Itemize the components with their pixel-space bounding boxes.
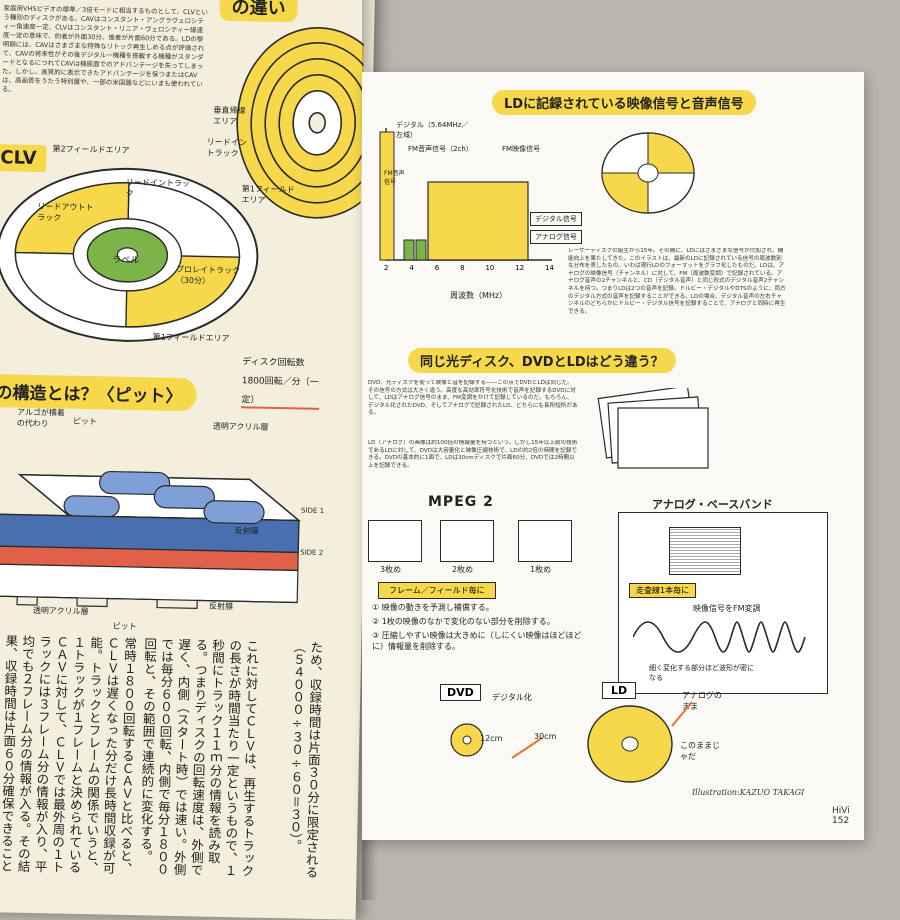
mpeg-frame-3-label: 3枚め <box>380 565 402 574</box>
label-disc-label: ラベル <box>112 255 140 267</box>
spiral-disc-diagram <box>236 27 365 219</box>
ld-note: このままじゃだ <box>680 741 720 761</box>
tick: 14 <box>545 264 554 272</box>
left-page: 家庭用VHSビデオの標準／3倍モードに相当するものとして、CLVという種別のディ… <box>0 0 376 920</box>
dvd-size: 12cm <box>480 734 503 743</box>
mpeg-frame-2-label: 2枚め <box>452 565 474 574</box>
graph-x-ticks: 2 4 6 8 10 12 14 <box>384 264 554 272</box>
mpeg-frame-3 <box>368 520 422 562</box>
section1-title: LDに記録されている映像信号と音声信号 <box>492 90 756 115</box>
tick: 2 <box>384 264 389 272</box>
graph-am-label: FM音声信号 <box>384 170 405 186</box>
graph-digital-label: デジタル（5.64MHz／左域） <box>396 121 469 139</box>
left-top-paragraph: 家庭用VHSビデオの標準／3倍モードに相当するものとして、CLVという種別のディ… <box>1 4 209 94</box>
section1-body: レーザーディスクの誕生から15年。その間に、LDにはさまざまな信号が付加され、機… <box>568 248 786 315</box>
analog-note-title: 走査線1本毎に <box>636 586 690 595</box>
dvd-ld-discs <box>450 701 693 783</box>
cd-illustration <box>601 132 695 214</box>
frame-note-1: ① 映像の動きを予測し補償する。 <box>372 603 494 612</box>
stacked-frames-illustration <box>597 388 709 469</box>
right-page: LDに記録されている映像信号と音声信号 デジタル（5.64MHz／左域） FM音… <box>362 72 864 840</box>
fm-wave <box>633 621 806 653</box>
label-field1-area: 第1フィールドエリア <box>152 332 230 344</box>
section2-body-2: LD（アナログ）の画像は約100倍の情報量を持つという。しかし15年以上前の技術… <box>368 440 578 469</box>
mpeg-frame-1 <box>518 520 572 562</box>
side2-label: SIDE 2 <box>300 548 324 558</box>
tick: 10 <box>485 264 495 272</box>
analog-tv-screen <box>669 527 741 575</box>
mpeg-frame-2 <box>440 520 494 562</box>
reflective-bottom-label: 反射膜 <box>208 601 234 612</box>
section2-title-text: 同じ光ディスク、DVDとLDはどう違う？ <box>420 355 664 370</box>
label-lead-in: リードイントラック <box>125 177 190 198</box>
section2-body-1: DVD、光ディスクを使って映像と音を記録する――この点でDVDとLDは同じだ。そ… <box>368 380 578 417</box>
mpeg-title: MPEG 2 <box>428 494 494 510</box>
vertical-column-1: 常時１８００回転するＣＡＶと比べると、ＣＬＶは遅くなった分だけ長時間収録が可能。… <box>0 634 138 875</box>
label-lead-in-short: リードイントラック <box>206 137 247 159</box>
digital-signal-text: デジタル信号 <box>535 215 577 223</box>
graph-xaxis-label: 周波数（MHz） <box>450 291 508 300</box>
analog-title: アナログ・ベースバンド <box>652 498 773 511</box>
ld-label-text: LD <box>611 684 628 697</box>
analog-signal-text: アナログ信号 <box>535 233 577 241</box>
frame-note-2: ② 1枚の映像のなかで変化のない部分を削除する。 <box>372 617 555 626</box>
pit-bottom-label: ピット <box>112 621 137 632</box>
digital-conv-label: デジタル化 <box>492 693 532 702</box>
tick: 12 <box>515 264 525 272</box>
illustration-credit: Illustration:KAZUO TAKAGI <box>692 788 805 797</box>
tick: 4 <box>409 264 414 272</box>
side1-label: SIDE 1 <box>300 506 325 516</box>
graph-fm-audio-label: FM音声信号（2ch） <box>408 145 473 153</box>
frame-note-3: ③ 圧縮しやすい映像は大きめに（しにくい映像はほどほどに）情報量を削除する。 <box>372 631 582 651</box>
analog-as-is-label: アナログのまま <box>682 691 722 711</box>
analog-note-banner: 走査線1本毎に <box>629 583 697 598</box>
dvd-label-text: DVD <box>447 686 474 699</box>
pit-note: アルゴが横着の代わり <box>16 407 65 429</box>
label-field2-area: 第2フィールドエリア <box>52 144 130 155</box>
reflective-label: 反射膜 <box>234 526 259 536</box>
frame-note-banner: フレーム／フィールド毎に <box>378 582 496 599</box>
pit-structure-diagram <box>0 470 301 610</box>
ld-label: LD <box>602 682 637 699</box>
mpeg-frame-1-label: 1枚め <box>530 565 552 574</box>
pit-label-top: ピット <box>72 416 97 427</box>
analog-note-sub: 映像信号をFM変調 <box>693 604 761 613</box>
disc-speed-text: ディスク回転数 1800回転／分（一定） <box>241 357 319 406</box>
vertical-column-2: これに対してＣＬＶは、再生するトラックの長さが時間当たり一定というもので、１秒間… <box>139 637 260 878</box>
graph-video-fm-label: FM映像信号 <box>502 145 541 153</box>
mpeg-frame-row: 3枚め 2枚め 1枚め <box>368 520 588 580</box>
analog-note-bottom: 細く変化する部分ほど波形が密になる <box>649 664 754 682</box>
ld-size: 30cm <box>534 732 557 741</box>
disc-speed-box: ディスク回転数 1800回転／分（一定） <box>241 349 321 410</box>
label-lead-out: リードアウトトラック <box>37 201 94 223</box>
clear-acrylic-label: 透明アクリル層 <box>212 421 269 432</box>
pit-heading-text: の構造とは？〈ピット〉 <box>0 383 183 408</box>
pit-heading: の構造とは？〈ピット〉 <box>0 373 197 412</box>
digital-signal-box: デジタル信号 <box>530 212 582 226</box>
cav-disc-diagram <box>0 167 259 342</box>
label-field-area: 第1フィールドエリア <box>241 184 295 205</box>
analog-panel: 走査線1本毎に 映像信号をFM変調 細く変化する部分ほど波形が密になる <box>618 512 828 694</box>
tick: 8 <box>460 264 465 272</box>
page-number: HiVi 152 <box>832 806 850 826</box>
dvd-label: DVD <box>440 684 481 701</box>
analog-signal-box: アナログ信号 <box>530 230 582 244</box>
label-program-track: プロレイトラック（30分） <box>175 264 241 286</box>
vertical-column-3: ため、収録時間は片面３０分に限定される（５４０００÷３０÷６０＝３０）。 <box>286 640 324 879</box>
label-vertical-blank: 垂直帰線エリア <box>213 105 246 127</box>
clear-acrylic-bottom-label: 透明アクリル層 <box>32 605 89 617</box>
section1-title-text: LDに記録されている映像信号と音声信号 <box>504 97 744 112</box>
frame-note-title: フレーム／フィールド毎に <box>389 586 485 595</box>
frequency-graph <box>379 128 552 261</box>
section2-title: 同じ光ディスク、DVDとLDはどう違う？ <box>408 348 676 373</box>
tick: 6 <box>434 264 440 272</box>
